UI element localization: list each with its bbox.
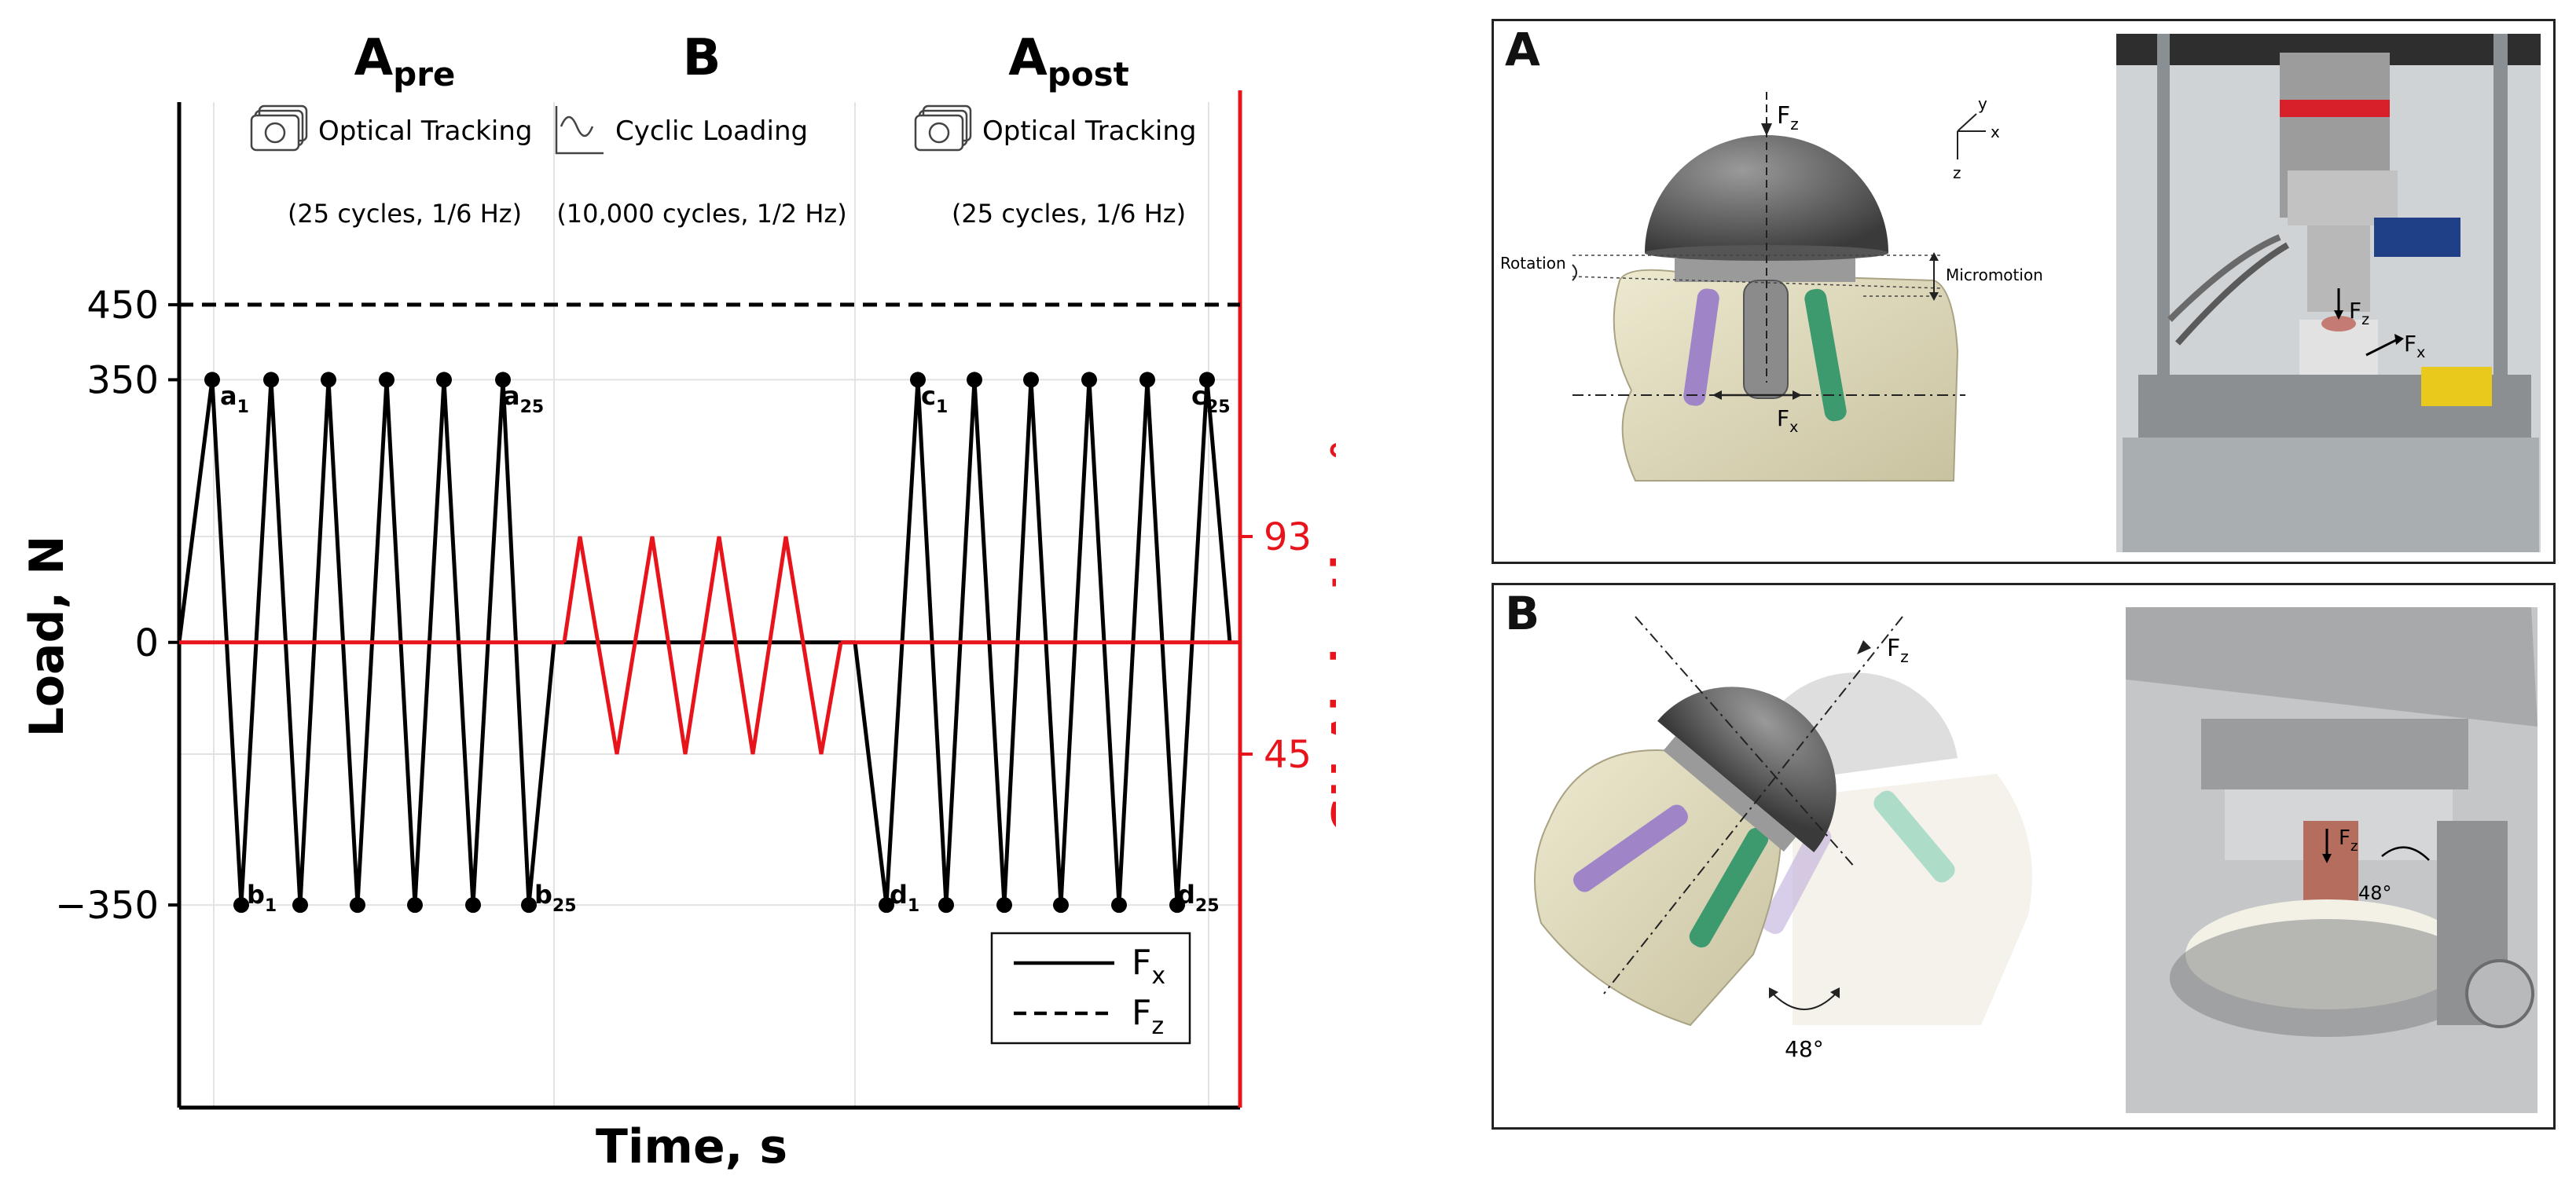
phase-icon-label-1: Cyclic Loading bbox=[615, 115, 808, 147]
load-protocol-chart: 450 350 0 −350 93 45 a1 a25 b1 b25 c1 c25 d1 d25 ApreO… bbox=[20, 29, 1336, 1174]
data-point-14 bbox=[1023, 372, 1039, 388]
svg-text:Fx: Fx bbox=[2404, 331, 2425, 361]
legend-label-fz: Fz bbox=[1132, 993, 1164, 1040]
panel-a-fz-label: Fz bbox=[1777, 102, 1799, 134]
data-point-4 bbox=[436, 372, 452, 388]
y-tick-label-0: 450 bbox=[86, 284, 159, 328]
legend-box bbox=[990, 932, 1191, 1045]
point-label-a1: a1 bbox=[220, 381, 249, 417]
panel-b: B Fz 48° bbox=[1492, 583, 2556, 1130]
data-point-8 bbox=[350, 897, 365, 914]
data-point-20 bbox=[996, 897, 1012, 914]
panel-b-photo: Fz 48° bbox=[2126, 607, 2537, 1113]
data-point-21 bbox=[1053, 897, 1069, 914]
panel-b-angle-label: 48° bbox=[1785, 1036, 1824, 1062]
svg-text:Fz: Fz bbox=[2339, 826, 2358, 855]
data-point-13 bbox=[967, 372, 982, 388]
panel-b-letter: B bbox=[1505, 587, 1540, 640]
camera-icon-0 bbox=[250, 104, 308, 152]
data-point-22 bbox=[1111, 897, 1127, 914]
phase-icon-label-0: Optical Tracking bbox=[318, 115, 532, 147]
data-point-16 bbox=[1139, 372, 1155, 388]
screw-purple bbox=[1683, 288, 1719, 406]
data-point-5 bbox=[495, 372, 511, 388]
coordinate-triad-icon: x y z bbox=[1953, 94, 2000, 182]
panel-b-glenoid-bone bbox=[1534, 749, 1782, 1027]
panel-a-letter: A bbox=[1505, 23, 1540, 76]
panel-b-fz-label: Fz bbox=[1887, 635, 1909, 666]
x-axis-label: Time, s bbox=[596, 1119, 787, 1174]
phase-detail-1: (10,000 cycles, 1/2 Hz) bbox=[556, 199, 846, 229]
legend-label-fx: Fx bbox=[1132, 943, 1165, 990]
data-point-3 bbox=[379, 372, 394, 388]
point-label-c1: c1 bbox=[921, 381, 948, 417]
panel-a: A bbox=[1492, 19, 2556, 564]
data-point-23 bbox=[1169, 897, 1185, 914]
phase-title-2: Apost bbox=[1008, 29, 1129, 93]
y-axis-label: Load, N bbox=[20, 536, 75, 738]
y-axis-right-label: GH Abduction, ° bbox=[1323, 439, 1336, 833]
panel-a-rotation-label: Rotation bbox=[1500, 254, 1566, 273]
panel-b-glenosphere bbox=[1657, 687, 1837, 852]
phase-detail-0: (25 cycles, 1/6 Hz) bbox=[288, 199, 522, 229]
panel-b-illustration: Fz 48° Fz 48° bbox=[1534, 607, 2537, 1113]
panel-a-micromotion-label: Micromotion bbox=[1946, 266, 2043, 284]
baseplate bbox=[1675, 258, 1855, 282]
chart-legend: Fx Fz bbox=[990, 932, 1191, 1045]
panel-a-fx-label: Fx bbox=[1777, 405, 1798, 436]
abduction-cyclic bbox=[562, 536, 843, 755]
y-tick-label-3: −350 bbox=[55, 884, 159, 928]
screw-green bbox=[1804, 288, 1847, 422]
data-point-0 bbox=[204, 372, 220, 388]
data-point-7 bbox=[292, 897, 308, 914]
svg-text:z: z bbox=[1953, 163, 1961, 182]
point-label-a25: a25 bbox=[503, 381, 544, 417]
right-tick-label-0: 93 bbox=[1264, 515, 1312, 559]
data-point-2 bbox=[321, 372, 336, 388]
y-tick-label-2: 0 bbox=[134, 621, 159, 665]
chart-points bbox=[204, 372, 1215, 914]
data-point-12 bbox=[910, 372, 926, 388]
phase-detail-2: (25 cycles, 1/6 Hz) bbox=[952, 199, 1186, 229]
svg-text:x: x bbox=[1991, 123, 2000, 141]
data-point-10 bbox=[465, 897, 481, 914]
right-tick-label-1: 45 bbox=[1264, 733, 1312, 777]
data-point-6 bbox=[233, 897, 249, 914]
phase-title-1: B bbox=[683, 29, 721, 87]
panel-b-screw-green bbox=[1689, 827, 1769, 948]
waveform-icon-1 bbox=[555, 106, 604, 155]
data-point-17 bbox=[1199, 372, 1215, 388]
phase-icon-label-2: Optical Tracking bbox=[982, 115, 1196, 147]
point-label-b25: b25 bbox=[534, 880, 577, 916]
point-label-d1: d1 bbox=[890, 880, 919, 916]
panel-a-photo: Fz Fx bbox=[2116, 34, 2541, 552]
panel-b-screw-purple bbox=[1573, 804, 1688, 892]
point-label-c25: c25 bbox=[1191, 381, 1231, 417]
data-point-9 bbox=[407, 897, 423, 914]
phase-title-0: Apre bbox=[354, 29, 456, 93]
data-point-19 bbox=[938, 897, 954, 914]
point-label-b1: b1 bbox=[247, 880, 277, 916]
data-point-11 bbox=[521, 897, 537, 914]
svg-text:Fz: Fz bbox=[2349, 298, 2369, 328]
data-point-18 bbox=[879, 897, 894, 914]
panel-a-illustration: Fz Rotation Micromotion Fx x bbox=[1500, 34, 2541, 552]
camera-icon-2 bbox=[914, 104, 972, 152]
svg-text:y: y bbox=[1978, 94, 1987, 113]
chart-text: 450 350 0 −350 93 45 a1 a25 b1 b25 c1 c25 d1 d25 ApreO… bbox=[55, 29, 1312, 928]
data-point-15 bbox=[1081, 372, 1097, 388]
chart-lines bbox=[168, 90, 1253, 1110]
y-tick-label-1: 350 bbox=[86, 358, 159, 402]
data-point-1 bbox=[263, 372, 279, 388]
svg-text:48°: 48° bbox=[2358, 882, 2392, 904]
point-label-d25: d25 bbox=[1177, 880, 1220, 916]
